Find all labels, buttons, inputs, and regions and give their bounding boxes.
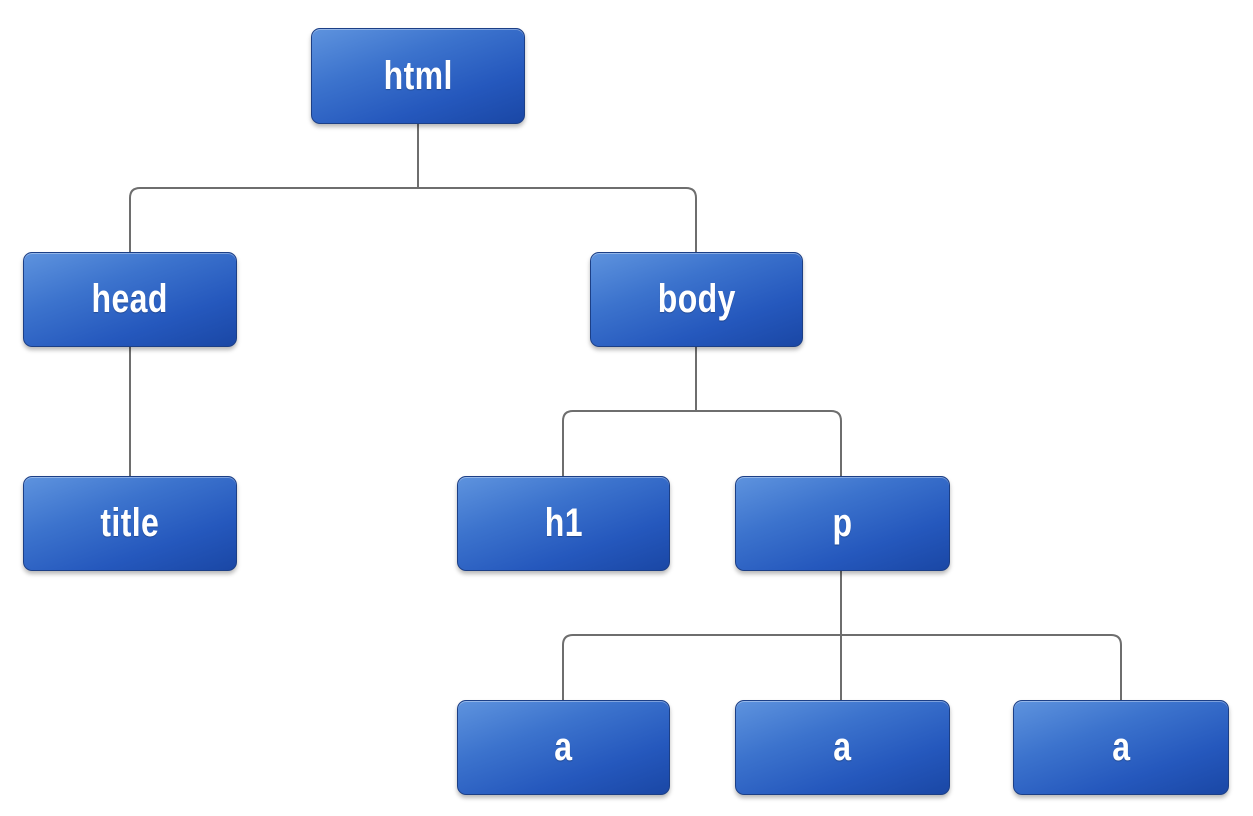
node-title: title (23, 476, 237, 571)
node-label-a-2: a (833, 725, 852, 769)
node-a-1: a (457, 700, 670, 795)
node-label-a-3: a (1111, 725, 1131, 769)
node-label-a-1: a (554, 725, 573, 769)
node-label-p: p (832, 501, 853, 545)
node-a-3: a (1013, 700, 1229, 795)
connector-body-children (562, 347, 842, 476)
connector-html-children (129, 124, 697, 252)
node-label-h1: h1 (544, 501, 583, 545)
node-label-body: body (657, 277, 736, 321)
node-h1: h1 (457, 476, 670, 571)
connector-p-children (562, 571, 1122, 700)
node-html: html (311, 28, 525, 124)
node-head: head (23, 252, 237, 347)
node-label-head: head (91, 277, 169, 321)
node-label-title: title (100, 501, 160, 545)
node-a-2: a (735, 700, 950, 795)
node-body: body (590, 252, 803, 347)
node-label-html: html (383, 53, 453, 98)
node-p: p (735, 476, 950, 571)
